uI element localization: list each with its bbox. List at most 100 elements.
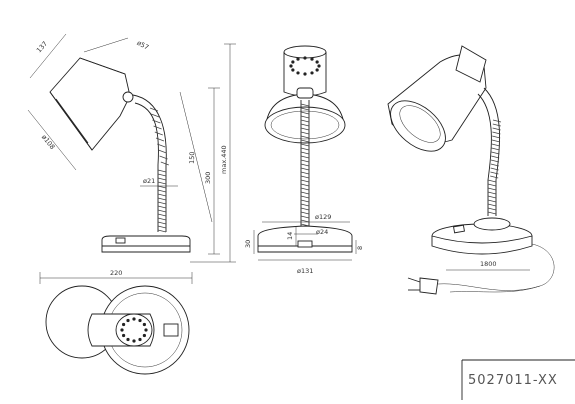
coil-ring xyxy=(300,107,310,111)
coil-ring xyxy=(487,183,497,187)
coil-ring xyxy=(491,143,500,147)
side-base xyxy=(101,235,191,253)
plan-joint xyxy=(163,323,179,337)
side-shade-top xyxy=(79,57,126,75)
persp-base-side xyxy=(431,235,533,255)
coil-ring xyxy=(300,103,310,107)
coil-ring xyxy=(300,223,310,227)
coil-ring xyxy=(158,149,167,154)
coil-ring xyxy=(300,187,310,191)
vent-hole xyxy=(132,317,136,321)
vent-hole xyxy=(317,64,321,68)
front-shade-joint xyxy=(296,87,314,99)
coil-ring xyxy=(300,199,310,203)
coil-ring xyxy=(157,177,167,181)
coil-ring xyxy=(160,161,169,166)
coil-ring xyxy=(157,205,167,209)
vent-hole xyxy=(122,322,126,327)
side-shade-joint xyxy=(122,91,134,103)
coil-ring xyxy=(492,131,501,135)
plug-body xyxy=(419,277,439,295)
persp-switch xyxy=(453,224,465,234)
vent-hole xyxy=(315,60,319,64)
coil-ring xyxy=(492,127,501,131)
dim-base-top-dia: ø129 xyxy=(315,213,331,221)
coil-ring xyxy=(300,143,310,147)
vent-hole xyxy=(126,337,130,342)
plan-shade-top xyxy=(115,313,153,347)
plan-view: 220 xyxy=(39,269,193,375)
coil-ring xyxy=(151,113,160,118)
coil-ring xyxy=(300,155,310,159)
coil-ring xyxy=(300,111,310,115)
side-view: 137 ø57 ø108 150 300 max.440 ø21 xyxy=(27,33,236,263)
coil-ring xyxy=(157,221,167,225)
dim-switch-height: 14 xyxy=(286,232,294,240)
coil-ring xyxy=(487,179,497,183)
side-gooseneck-outline-a xyxy=(132,94,167,232)
persp-gooseneck-a xyxy=(483,87,500,216)
plan-vent-holes xyxy=(120,317,148,343)
coil-ring xyxy=(149,107,159,112)
coil-ring xyxy=(300,135,310,139)
perspective-view: 1800 xyxy=(387,45,555,295)
dim-line-shade-top xyxy=(83,37,129,53)
coil-ring xyxy=(491,151,500,155)
coil-ring xyxy=(490,175,499,179)
dim-base-dia: ø131 xyxy=(297,267,313,275)
coil-ring xyxy=(492,119,502,123)
coil-ring xyxy=(300,175,310,179)
coil-ring xyxy=(157,229,167,233)
coil-ring xyxy=(157,213,167,217)
vent-hole xyxy=(289,64,293,68)
vent-hole xyxy=(122,333,126,338)
vent-hole xyxy=(296,57,300,61)
side-shade-rim xyxy=(55,98,89,144)
coil-ring xyxy=(300,167,310,171)
coil-ring xyxy=(487,203,497,207)
persp-shade-top xyxy=(455,45,487,83)
coil-ring xyxy=(300,219,310,223)
front-view: ø129 ø24 30 14 8 ø131 xyxy=(244,45,364,275)
front-switch xyxy=(297,240,313,248)
coil-ring xyxy=(487,187,497,191)
coil-ring xyxy=(300,139,310,143)
front-shade-mouth-inner xyxy=(270,110,340,140)
coil-ring xyxy=(300,183,310,187)
front-vent-holes xyxy=(289,56,321,76)
coil-ring xyxy=(155,137,165,142)
vent-hole xyxy=(138,337,142,342)
dim-base-height: 30 xyxy=(244,240,252,248)
coil-ring xyxy=(491,155,500,159)
vent-hole xyxy=(138,318,142,323)
vent-hole xyxy=(142,322,146,327)
coil-ring xyxy=(152,119,161,124)
coil-ring xyxy=(490,159,500,163)
coil-ring xyxy=(157,169,167,173)
coil-ring xyxy=(157,225,167,229)
persp-cable-inner xyxy=(449,285,541,293)
coil-ring xyxy=(157,209,167,213)
vent-hole xyxy=(120,328,124,332)
side-gooseneck-coils xyxy=(149,107,169,233)
vent-hole xyxy=(310,71,314,75)
coil-ring xyxy=(300,207,310,211)
persp-shade-mouth-inner xyxy=(399,105,441,143)
coil-ring xyxy=(300,131,310,135)
coil-ring xyxy=(157,201,167,205)
coil-ring xyxy=(154,131,163,136)
coil-ring xyxy=(157,189,167,193)
vent-hole xyxy=(303,72,307,76)
coil-ring xyxy=(157,217,167,221)
coil-ring xyxy=(490,163,499,167)
dim-line-shade-length xyxy=(29,33,67,79)
coil-ring xyxy=(157,185,167,189)
vent-hole xyxy=(144,328,148,332)
coil-ring xyxy=(491,139,501,143)
coil-ring xyxy=(300,211,310,215)
side-switch xyxy=(115,237,126,244)
coil-ring xyxy=(490,167,499,171)
coil-ring xyxy=(300,115,310,119)
vent-hole xyxy=(310,57,314,61)
